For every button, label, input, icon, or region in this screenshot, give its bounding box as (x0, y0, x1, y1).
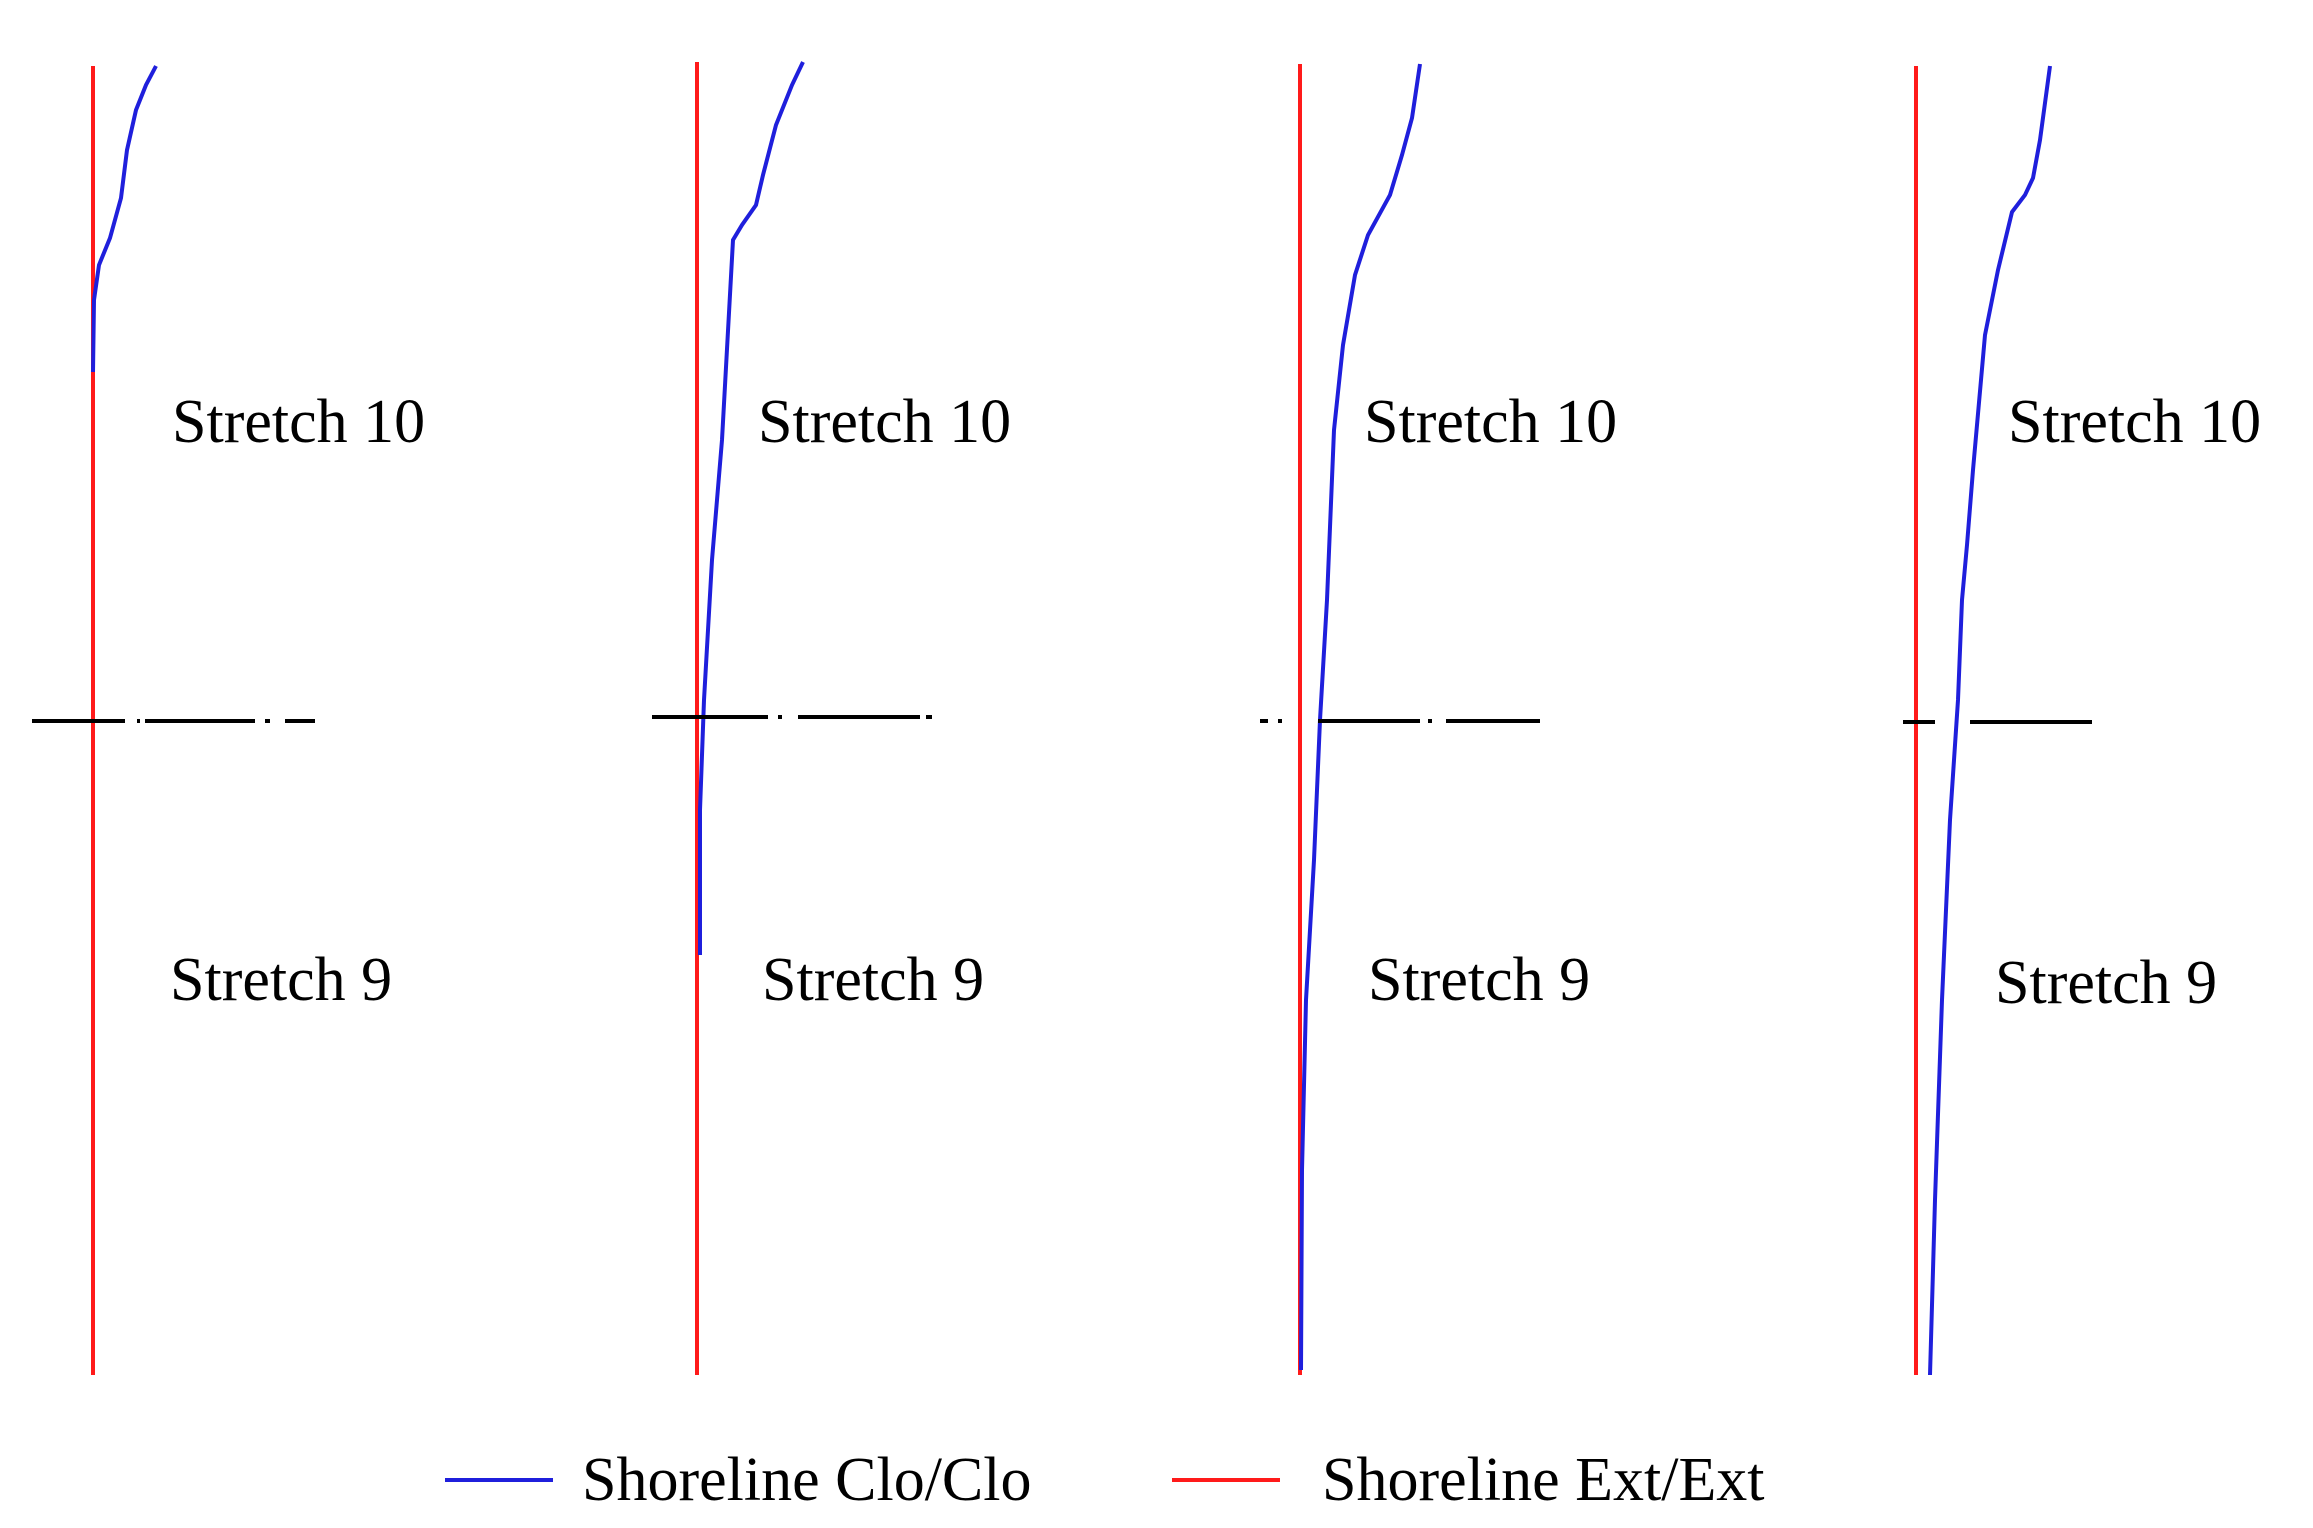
panel-1: Stretch 10 Stretch 9 (32, 65, 425, 1375)
panel-2-stretch-10-label: Stretch 10 (758, 388, 1011, 456)
panel-1-clo-shoreline (91, 65, 158, 373)
panel-3-clo-shoreline (1299, 63, 1422, 1371)
panel-2-stretch-9-label: Stretch 9 (762, 946, 984, 1014)
panel-3: Stretch 10 Stretch 9 (1260, 63, 1617, 1375)
legend-clo-label: Shoreline Clo/Clo (582, 1446, 1032, 1514)
panel-4: Stretch 10 Stretch 9 (1903, 65, 2261, 1376)
panel-2: Stretch 10 Stretch 9 (652, 61, 1011, 1375)
legend-ext-label: Shoreline Ext/Ext (1322, 1446, 1765, 1514)
panel-2-clo-shoreline (698, 61, 805, 955)
legend: Shoreline Clo/Clo Shoreline Ext/Ext (445, 1446, 1765, 1514)
panel-1-stretch-9-label: Stretch 9 (170, 946, 392, 1014)
panel-4-stretch-9-label: Stretch 9 (1995, 949, 2217, 1017)
panel-3-stretch-10-label: Stretch 10 (1364, 388, 1617, 456)
panel-1-stretch-10-label: Stretch 10 (172, 388, 425, 456)
panel-3-stretch-9-label: Stretch 9 (1368, 946, 1590, 1014)
panel-4-clo-shoreline (1928, 65, 2052, 1376)
panel-4-stretch-10-label: Stretch 10 (2008, 388, 2261, 456)
